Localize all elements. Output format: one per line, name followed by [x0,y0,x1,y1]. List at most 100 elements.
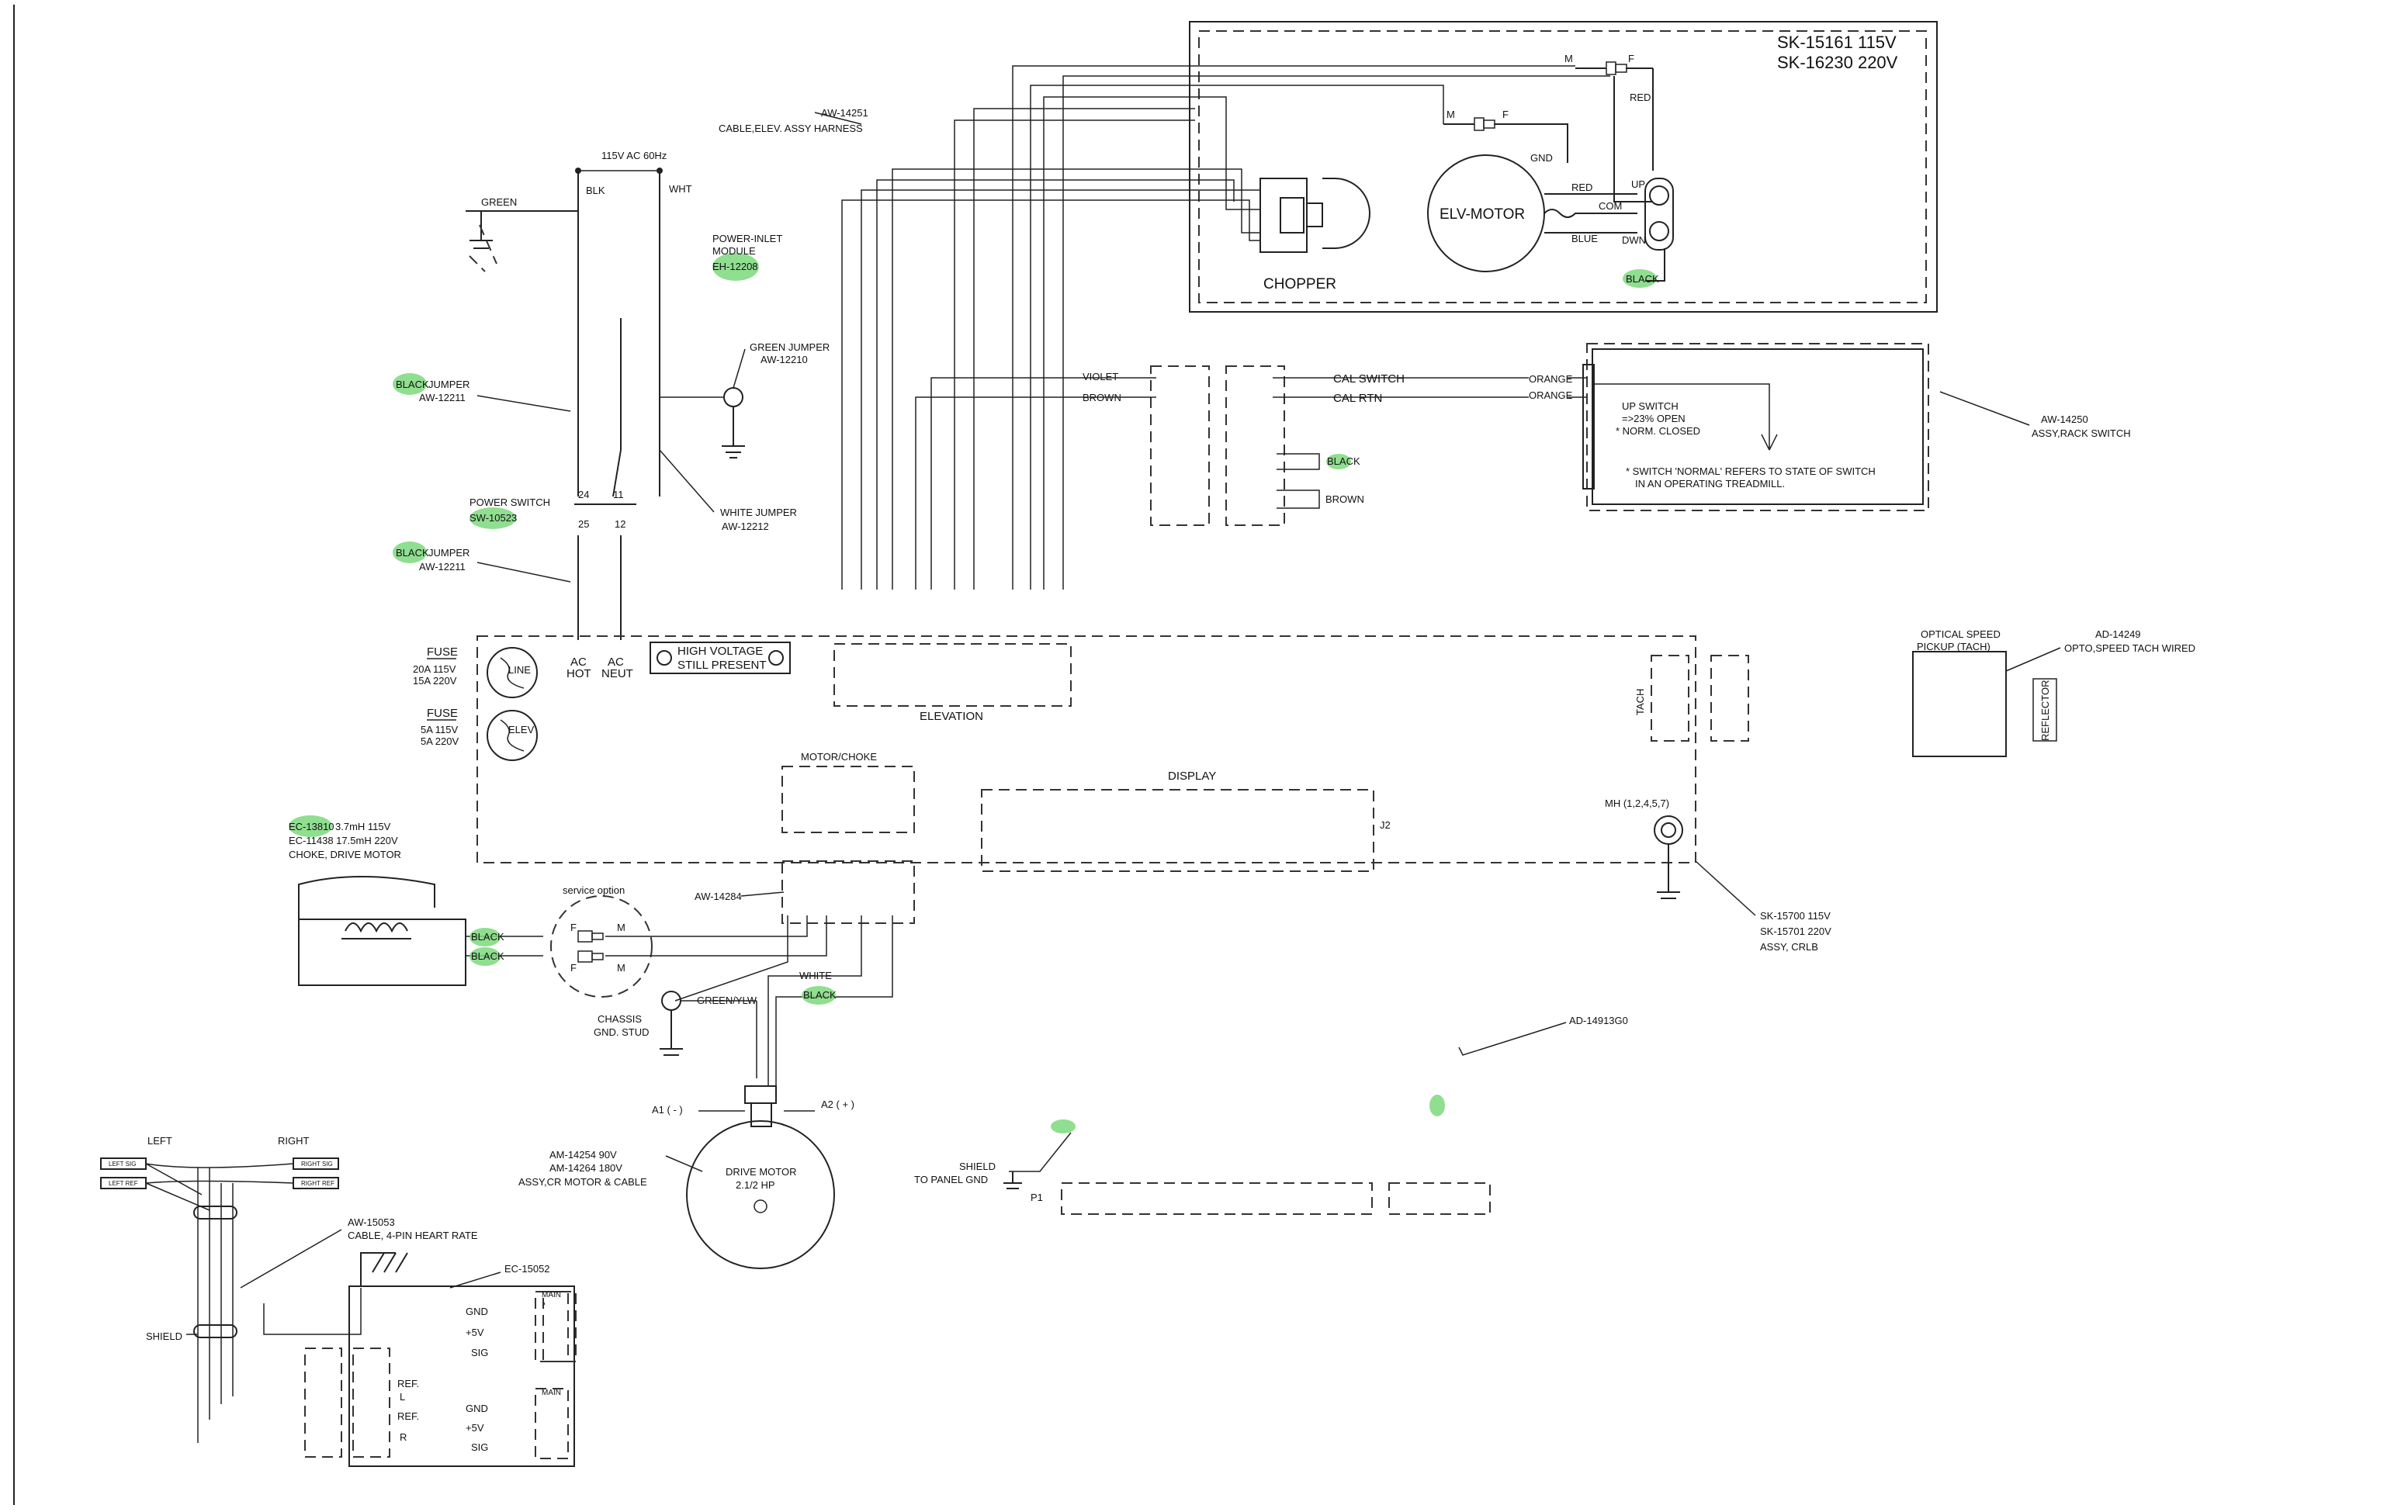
heart-rate-section: LEFT RIGHT LEFT SIG LEFT REF RIGHT SIG R… [100,1135,577,1467]
drive-motor-icon [686,1120,835,1269]
orange-wire-label: ORANGE [1529,373,1573,385]
drive-motor: A1 ( - ) A2 ( + ) DRIVE MOTOR 2.1/2 HP A… [518,1085,854,1269]
sk-number-b: SK-16230 220V [1777,53,1898,72]
green-jumper-label: GREEN JUMPER [750,341,830,353]
elevation-connector: ELEVATION [833,643,1072,723]
ac-neut-b: NEUT [601,667,633,680]
black-jumper-ref: AW-12211 [419,392,466,403]
motor-a1: A1 ( - ) [652,1104,683,1116]
hr-left: LEFT [147,1135,172,1147]
hr-main-2: MAIN [542,1389,561,1397]
fuse-elev-label: ELEV [508,724,535,735]
hr-cable-ref: AW-15053 [348,1216,395,1228]
rack-black-label: BLACK [1327,455,1360,467]
ac-hot-b: HOT [566,667,591,680]
cal-rtn-label: CAL RTN [1333,392,1382,405]
rack-switch-ref: AW-14250 [2041,413,2088,425]
cable-elev-name: CABLE,ELEV. ASSY HARNESS [719,123,863,134]
hv-indicator-icon [657,650,672,666]
hr-left-ref: LEFT REF [109,1180,138,1187]
sk-number-a: SK-15161 115V [1777,33,1897,52]
pin-25: 25 [578,518,589,530]
fuse-label-2: FUSE [427,707,458,720]
rack-brown-label: BROWN [1325,493,1364,505]
board-sk-b: SK-15701 220V [1760,926,1831,937]
wht-label: WHT [669,183,692,195]
violet-wire-label: VIOLET [1083,371,1118,382]
fuse-2-rating-a: 5A 115V [421,724,459,735]
motor-ref-b: AM-14264 180V [549,1162,622,1174]
hr-gnd-1: GND [466,1306,488,1317]
controller-board: FUSE 20A 115V 15A 220V LINE FUSE 5A 115V… [413,635,1696,863]
rack-switch-assembly: VIOLET BROWN CAL SWITCH CAL RTN ORANGE O… [915,343,2131,590]
choke-black-2: BLACK [471,950,504,962]
harness-ref: AD-14913G0 [1569,1015,1628,1026]
inlet-label-b: MODULE [712,245,756,257]
optical-label-a: OPTICAL SPEED [1921,628,2001,640]
chassis-gnd-stud-icon [661,991,681,1011]
dwn-label: DWN [1622,234,1646,246]
motor-choke-label: MOTOR/CHOKE [801,751,877,763]
switch-note-a: * SWITCH 'NORMAL' REFERS TO STATE OF SWI… [1626,465,1876,477]
fuse-line-icon [487,647,538,698]
hr-right: RIGHT [278,1135,310,1147]
white-jumper-label: WHITE JUMPER [720,507,797,518]
choke-ref-b: EC-11438 17.5mH 220V [289,835,398,846]
ac-supply-label: 115V AC 60Hz [601,150,667,161]
fuse-1-rating-a: 20A 115V [413,663,456,675]
hr-gnd-2: GND [466,1403,488,1414]
power-inlet: 115V AC 60Hz BLK WHT GREEN POWER-INLET M… [393,150,830,640]
choke-assembly: EC-13810 3.7mH 115V EC-11438 17.5mH 220V… [289,815,893,1086]
hr-right-sig: RIGHT SIG [301,1161,333,1168]
hr-board-ref: EC-15052 [504,1263,550,1275]
cable-elev-ref: AW-14251 [821,107,868,119]
pin-24: 24 [578,489,589,500]
hr-cable-name: CABLE, 4-PIN HEART RATE [348,1230,478,1241]
choke-coil-icon [345,922,408,933]
service-option-circle [550,895,653,998]
choke-ref-c: CHOKE, DRIVE MOTOR [289,849,401,860]
blue-label: BLUE [1571,233,1598,244]
reflector-label: REFLECTOR [2039,680,2051,742]
ac-neut-a: AC [608,656,624,669]
drive-motor-hp: 2.1/2 HP [736,1179,775,1191]
chassis-label: CHASSIS [598,1013,642,1025]
conn-m-1: M [617,922,625,933]
gnd-label: GND [1530,152,1553,164]
rack-switch-name: ASSY,RACK SWITCH [2032,427,2131,439]
black-jumper-label: JUMPER [428,379,469,390]
motor-choke-connector: MOTOR/CHOKE [781,751,915,924]
board-sk-c: ASSY, CRLB [1760,941,1818,953]
mh-label: MH (1,2,4,5,7) [1605,798,1669,809]
up-switch-normal: * NORM. CLOSED [1616,425,1700,437]
shield-panel-label: TO PANEL GND [914,1174,988,1185]
cal-switch-label: CAL SWITCH [1333,372,1405,386]
inlet-label-a: POWER-INLET [712,233,782,244]
service-option-label: service option [563,884,625,896]
fuse-label: FUSE [427,645,458,659]
fuse-1-rating-b: 15A 220V [413,675,457,687]
hr-left-sig: LEFT SIG [109,1161,136,1168]
display-connector: DISPLAY J2 MH (1,2,4,5,7) SK-15700 115V … [981,770,1831,953]
black-jumper-label-2: JUMPER [428,547,469,559]
red-label: RED [1630,92,1651,103]
conn-f-1: F [570,922,577,933]
f-label-2: F [1502,109,1509,120]
p1-label: P1 [1031,1192,1043,1203]
reflector-icon [2032,678,2057,742]
motor-ref-c: ASSY,CR MOTOR & CABLE [518,1176,647,1188]
motor-ref-a: AM-14254 90V [549,1149,617,1161]
black-jumper-color: BLACK [396,379,429,390]
power-switch-label: POWER SWITCH [469,497,550,508]
tach-ref-b: OPTO,SPEED TACH WIRED [2064,642,2195,654]
mounting-hole-icon [1654,815,1683,845]
black-jumper-color-2: BLACK [396,547,429,559]
green-jumper-terminal-icon [723,387,743,407]
conn-f-2: F [570,962,577,974]
fuse-elev-icon [487,710,538,761]
chopper-icon [1259,178,1370,253]
inlet-label-c: EH-12208 [712,261,758,272]
up-switch-open: =>23% OPEN [1622,413,1686,424]
